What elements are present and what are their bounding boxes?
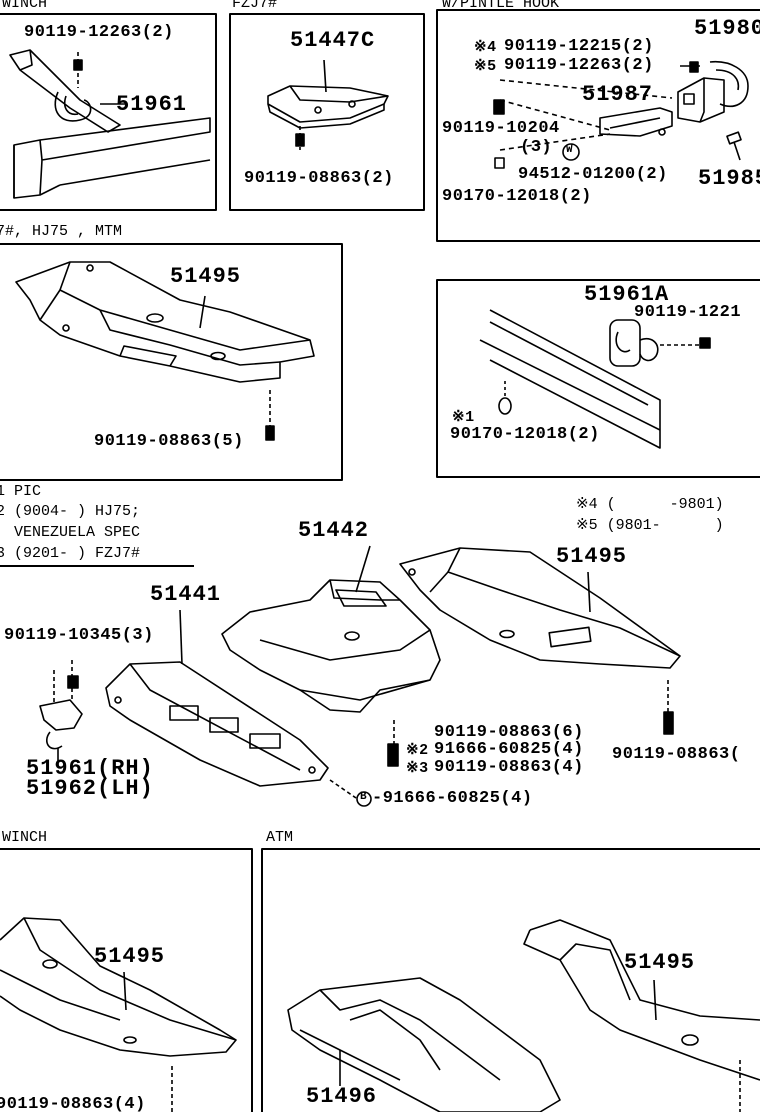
main-bolt-91666: 91666-60825(4) (434, 740, 584, 759)
pintle-bolt-b: 90119-12263(2) (504, 56, 654, 75)
hj75-part-label: 51495 (170, 264, 242, 289)
note-2b: VENEZUELA SPEC (0, 524, 141, 541)
hookbox-bolt-label: 90119-1221 (634, 303, 742, 322)
panel-frames (0, 9, 760, 1112)
main-b-mark: B (360, 791, 368, 803)
note-3: 3 (9201- ) FZJ7# (0, 545, 141, 562)
pintle-header: W/PINTLE HOOK (442, 0, 560, 12)
atm-drawing (287, 919, 760, 1112)
main-hook-rh: 51961(RH) (26, 756, 154, 781)
note-5: ※5 (9801- ) (576, 517, 724, 534)
hj75-bolt-label: 90119-08863(5) (94, 432, 244, 451)
main-part-51495: 51495 (556, 544, 628, 569)
main-bolt-6: 90119-08863(6) (434, 723, 584, 742)
winch-top-part-label: 51961 (116, 92, 188, 117)
pintle-bolt-c: 90119-10204 (442, 119, 560, 138)
pintle-hook-drawing (493, 61, 749, 169)
hookbox-nut-mark: ※1 (452, 409, 475, 426)
winch-bottom-drawing (0, 917, 237, 1112)
fzj7-bolt-label: 90119-08863(2) (244, 169, 394, 188)
hookbox-part-label: 51961A (584, 282, 670, 307)
main-mark-3: ※3 (406, 760, 429, 777)
atm-header: ATM (266, 829, 294, 846)
main-bolt-b: -91666-60825(4) (372, 789, 533, 808)
hookbox-nut-label: 90170-12018(2) (450, 425, 600, 444)
pintle-mark-4: ※4 (474, 39, 497, 56)
atm-part-51496: 51496 (306, 1084, 378, 1109)
pintle-bolt-c-qty: (3) (520, 138, 553, 157)
main-hook-lh: 51962(LH) (26, 776, 154, 801)
pintle-part-51980: 51980 (694, 16, 760, 41)
hook-box-drawing (479, 309, 711, 449)
fzj7-drawing (267, 59, 389, 150)
fzj7-header: FZJ7# (232, 0, 278, 12)
main-mark-2: ※2 (406, 742, 429, 759)
main-bolt-right: 90119-08863( (612, 745, 741, 764)
pintle-mark-5: ※5 (474, 58, 497, 75)
winch-bottom-bolt-label: 90119-08863(4) (0, 1095, 146, 1114)
atm-part-51495: 51495 (624, 950, 696, 975)
fzj7-part-label: 51447C (290, 28, 376, 53)
main-bolt-left: 90119-10345(3) (4, 626, 154, 645)
note-1: 1 PIC (0, 483, 42, 500)
hj75-skid-plate-drawing (15, 261, 315, 441)
winch-top-bolt-label: 90119-12263(2) (24, 23, 174, 42)
note-4: ※4 ( -9801) (576, 496, 724, 513)
main-exploded-view-drawing (39, 545, 681, 807)
pintle-part-51987: 51987 (582, 82, 654, 107)
hj75-header: 7#, HJ75 , MTM (0, 223, 123, 240)
pintle-part-51985: 51985 (698, 166, 760, 191)
main-part-51442: 51442 (298, 518, 370, 543)
winch-bottom-part-label: 51495 (94, 944, 166, 969)
winch-top-drawing (9, 49, 211, 199)
winch-bottom-header: WINCH (2, 829, 48, 846)
note-2: 2 (9004- ) HJ75; (0, 503, 141, 520)
pintle-nut: 94512-01200(2) (518, 165, 668, 184)
winch-top-header: WINCH (2, 0, 48, 12)
main-part-51441: 51441 (150, 582, 222, 607)
pintle-nut2: 90170-12018(2) (442, 187, 592, 206)
main-bolt-4: 90119-08863(4) (434, 758, 584, 777)
pintle-washer-mark: W (566, 144, 574, 156)
pintle-bolt-a: 90119-12215(2) (504, 37, 654, 56)
